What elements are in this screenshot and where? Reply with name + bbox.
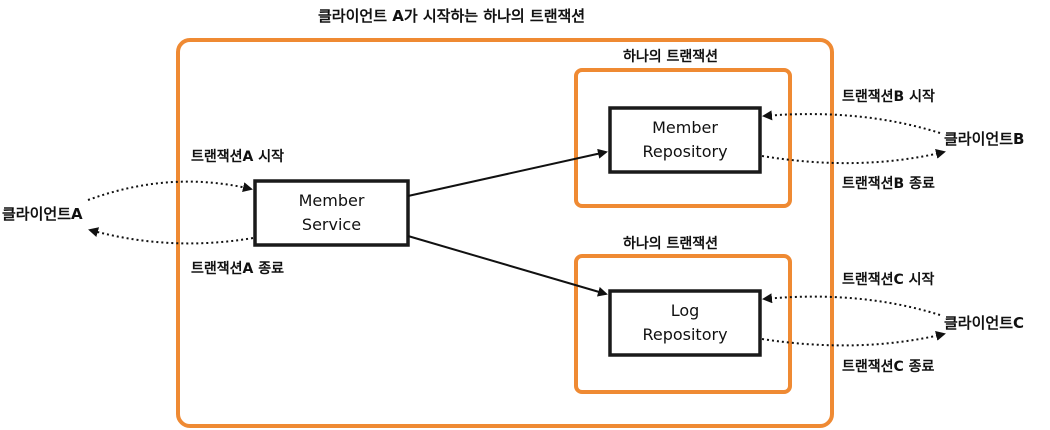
outer-transaction-container [176,38,834,428]
diagram-title: 클라이언트 A가 시작하는 하나의 트랜잭션 [318,7,586,25]
arrow-service-to-log-repository [407,235,608,297]
bottom-group-label: 하나의 트랜잭션 [623,236,719,252]
member-service-line2: Service [301,215,362,234]
member-repository-line2: Repository [642,142,728,161]
arc-client-a-end [88,227,254,245]
member-service-box [253,179,410,247]
bottom-transaction-group [574,254,792,394]
transaction-b-start-label: 트랜잭션B 시작 [842,89,935,105]
arc-client-a-start [87,180,253,201]
member-service-line1: Member [298,191,365,210]
log-repository-line1: Log [670,301,700,320]
arc-client-c-start [762,293,941,316]
log-repository-line2: Repository [642,325,728,344]
arc-client-b-start [762,110,941,134]
transaction-a-end-label: 트랜잭션A 종료 [191,261,284,277]
member-repository-line1: Member [652,118,718,137]
member-repository-box [608,106,762,174]
client-b-label: 클라이언트B [944,130,1025,148]
transaction-c-end-label: 트랜잭션C 종료 [842,359,935,375]
transaction-b-end-label: 트랜잭션B 종료 [842,176,935,192]
client-c-label: 클라이언트C [944,314,1025,332]
top-group-label: 하나의 트랜잭션 [623,49,719,65]
client-a-label: 클라이언트A [2,205,83,223]
top-transaction-group [574,68,792,208]
log-repository-box [608,289,762,357]
transaction-c-start-label: 트랜잭션C 시작 [842,272,935,288]
transaction-a-start-label: 트랜잭션A 시작 [191,149,284,165]
arrow-service-to-member-repository [407,148,608,197]
